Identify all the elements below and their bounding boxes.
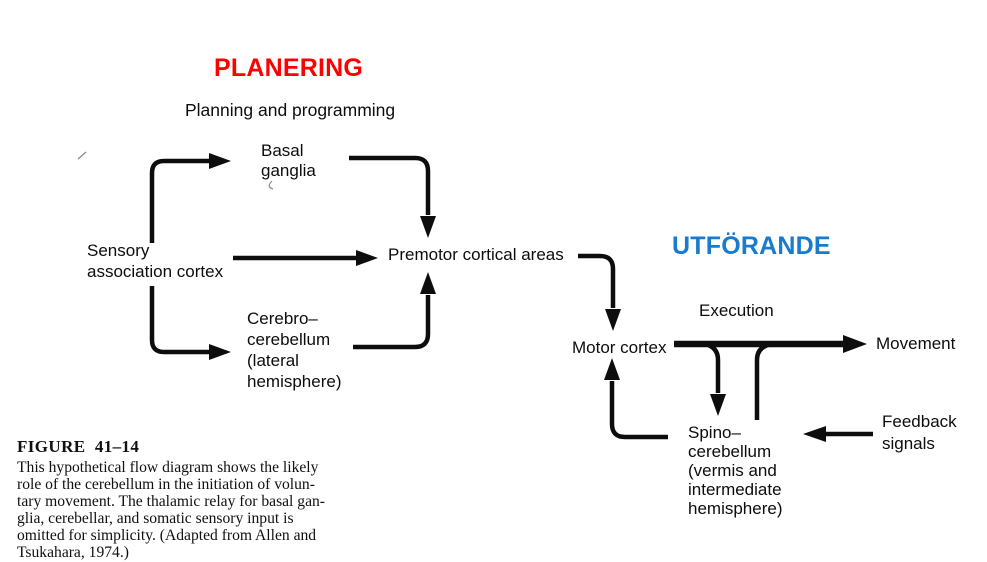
execution-heading: Execution [699,301,774,320]
arrow-sensory-to-cerebrocerebellum [149,286,231,360]
node-spinocerebellum: Spino– cerebellum (vermis and intermedia… [688,423,783,518]
node-cerebrocerebellum: Cerebro– cerebellum (lateral hemisphere) [247,309,342,391]
node-feedback-signals: Feedback signals [882,412,957,453]
planning-overlay-label: PLANERING [214,54,364,82]
arrow-sensory-to-basal-ganglia [149,153,231,243]
line-motor-line-to-spinocerebellum [754,341,772,420]
node-motor-cortex: Motor cortex [572,338,667,357]
arrow-premotor-to-motor-cortex [578,253,621,331]
node-movement: Movement [876,334,956,353]
print-artifact [77,151,274,190]
arrow-sensory-to-premotor [233,250,378,266]
caption-body: This hypothetical flow diagram shows the… [17,459,325,561]
figure-caption: FIGURE 41–14 This hypothetical flow diag… [17,437,399,561]
node-sensory-association-cortex: Sensory association cortex [87,241,224,281]
execution-overlay-label: UTFÖRANDE [672,232,831,260]
arrow-spinocerebellum-to-motor-cortex [604,358,668,440]
caption-title: FIGURE 41–14 [17,437,140,456]
arrow-motor-line-to-spinocerebellum [704,341,726,416]
node-basal-ganglia: Basal ganglia [261,141,316,180]
arrow-cerebrocerebellum-to-premotor [353,272,436,350]
arrow-motor-cortex-to-movement [674,335,867,353]
planning-heading: Planning and programming [185,100,396,120]
node-premotor-cortical-areas: Premotor cortical areas [388,245,564,264]
arrow-basal-ganglia-to-premotor [349,155,436,238]
arrow-feedback-to-spinocerebellum [803,426,873,442]
